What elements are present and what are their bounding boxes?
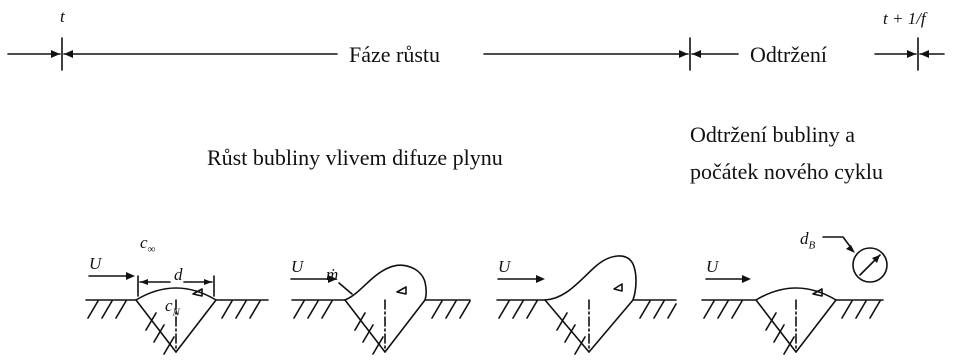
surface-hatching (87, 300, 261, 355)
mass-flux-arrow (338, 282, 353, 295)
flow-velocity-label: U (498, 257, 511, 276)
contact-angle-mark (613, 283, 623, 292)
dimension-arrowhead (140, 279, 148, 285)
stage-4-bubble-detached (701, 236, 888, 355)
growth-caption: Růst bubliny vlivem difuze plynu (207, 145, 503, 170)
symbol-base: c (140, 233, 148, 252)
timeline-arrowhead (51, 50, 60, 58)
stage-3-bubble-necking (496, 255, 677, 355)
dimension-arrowhead (204, 279, 212, 285)
growth-phase-label: Fáze růstu (349, 42, 441, 67)
stage-1-small-bubble (85, 272, 269, 355)
symbol-base: c (165, 296, 173, 315)
time-end-label: t + 1/f (883, 9, 926, 28)
contact-angle-mark (396, 286, 407, 295)
bubble-outline (544, 255, 637, 301)
symbol-subscript: B (808, 239, 816, 252)
detachment-caption-line1: Odtržení bubliny a (690, 122, 855, 147)
timeline-arrowhead (679, 50, 688, 58)
bulk-concentration-label: c∞ (140, 234, 155, 255)
mass-flux-label: ṁ (326, 265, 339, 284)
contact-angle-mark (812, 288, 823, 297)
flow-arrowhead (536, 275, 545, 283)
flow-velocity-label: U (706, 257, 719, 276)
time-start-label: t (60, 7, 65, 26)
timeline (7, 37, 945, 71)
bubble-cap (135, 287, 217, 301)
flow-velocity-label: U (291, 257, 304, 276)
bubble-outline (344, 264, 427, 301)
leader-arrowhead (846, 245, 855, 253)
timeline-arrowhead (907, 50, 916, 58)
surface-hatching (293, 300, 471, 355)
symbol-subscript: N (172, 306, 180, 319)
bubble-diameter-leader (822, 236, 853, 250)
nucleation-concentration-label: cN (165, 297, 180, 318)
surface-hatching (498, 300, 677, 355)
cavity-diameter-label: d (174, 265, 183, 284)
flow-velocity-label: U (89, 254, 102, 273)
contact-angle-mark (192, 288, 203, 297)
bubble-diameter-arrowhead (872, 255, 880, 263)
symbol-subscript: ∞ (147, 243, 156, 256)
flow-arrowhead (742, 275, 751, 283)
detachment-caption-line2: počátek nového cyklu (690, 159, 884, 184)
surface-hatching (703, 300, 881, 355)
flow-arrowhead (328, 275, 337, 283)
detachment-phase-label: Odtržení (750, 42, 827, 67)
flow-arrowhead (126, 272, 135, 280)
detached-bubble (852, 247, 888, 283)
stage-2-growing-bubble (290, 264, 471, 355)
symbol-base: d (800, 229, 809, 248)
bubble-diameter-label: dB (800, 230, 815, 251)
bubble-cap (755, 287, 837, 301)
